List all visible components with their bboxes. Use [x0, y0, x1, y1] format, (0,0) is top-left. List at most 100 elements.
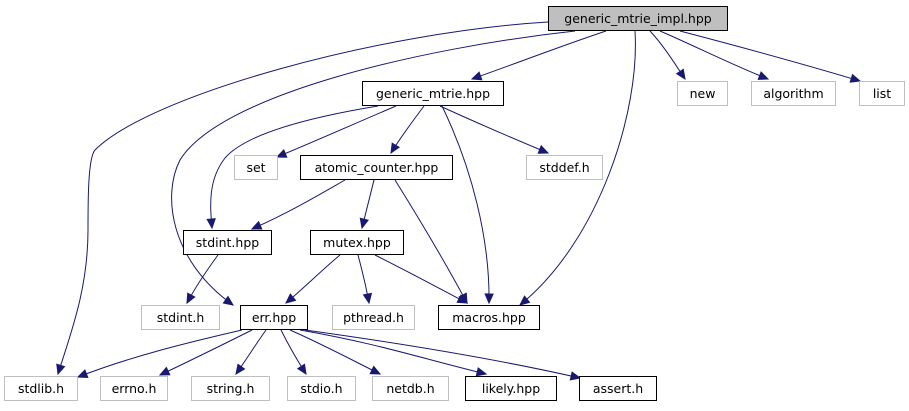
edge-line — [394, 179, 468, 304]
arrowhead — [369, 365, 382, 375]
edge-line — [285, 254, 341, 304]
node-label: macros.hpp — [452, 310, 526, 325]
edge-line — [77, 329, 243, 378]
edge-generic_mtrie-to-set — [275, 105, 397, 158]
edge-line — [57, 21, 549, 375]
edge-generic_mtrie_impl-to-new — [649, 30, 686, 81]
node-mutex[interactable]: mutex.hpp — [310, 230, 404, 255]
node-box — [859, 81, 905, 106]
node-stdint-h: stdint.h — [141, 305, 220, 330]
edge-err-to-netdb — [289, 329, 382, 375]
arrowhead — [757, 71, 770, 80]
node-box — [372, 376, 449, 401]
arrowhead — [206, 218, 216, 230]
node-macros[interactable]: macros.hpp — [438, 305, 540, 330]
node-stddef: stddef.h — [526, 155, 603, 180]
edge-line — [471, 30, 607, 80]
node-label: atomic_counter.hpp — [315, 160, 439, 175]
edge-generic_mtrie-to-atomic_counter — [390, 105, 425, 155]
arrowhead — [484, 293, 494, 305]
node-box — [234, 155, 278, 180]
arrowhead — [675, 68, 686, 81]
node-box — [300, 155, 453, 180]
node-likely[interactable]: likely.hpp — [465, 376, 557, 401]
edge-line — [159, 329, 253, 376]
node-label: stddef.h — [539, 160, 589, 175]
node-new: new — [677, 81, 728, 106]
node-netdb: netdb.h — [372, 376, 449, 401]
node-generic-mtrie-impl[interactable]: generic_mtrie_impl.hpp — [548, 6, 728, 31]
node-generic-mtrie[interactable]: generic_mtrie.hpp — [362, 81, 504, 106]
edge-line — [441, 105, 490, 304]
node-label: list — [873, 86, 891, 101]
node-label: new — [690, 86, 716, 101]
edge-line — [519, 30, 636, 306]
arrowhead — [390, 142, 401, 155]
node-pthread: pthread.h — [332, 305, 415, 330]
edge-stdint_hpp-to-stdint_h — [186, 254, 219, 305]
arrowhead — [519, 295, 531, 306]
edges-layer — [56, 21, 862, 381]
node-stdint-hpp[interactable]: stdint.hpp — [183, 230, 272, 255]
node-box — [287, 376, 356, 401]
node-box — [362, 81, 504, 106]
arrowhead — [456, 294, 469, 304]
arrowhead — [235, 363, 246, 376]
node-string: string.h — [191, 376, 270, 401]
arrowhead — [186, 292, 196, 305]
arrowhead — [362, 292, 373, 305]
arrowhead — [250, 220, 263, 230]
node-label: set — [246, 160, 265, 175]
arrowhead — [359, 217, 369, 230]
edge-line — [289, 329, 381, 375]
node-box — [465, 376, 557, 401]
edge-generic_mtrie_impl-to-err — [171, 30, 576, 306]
edge-err-to-assert — [304, 329, 582, 381]
node-box — [100, 376, 168, 401]
node-err[interactable]: err.hpp — [240, 305, 308, 330]
edge-line — [276, 105, 397, 158]
node-assert[interactable]: assert.h — [579, 376, 657, 401]
node-box — [141, 305, 220, 330]
node-box — [310, 230, 404, 255]
node-label: generic_mtrie_impl.hpp — [564, 11, 711, 26]
edge-atomic_counter-to-stdint_hpp — [250, 179, 346, 230]
arrowhead — [569, 371, 582, 381]
node-label: stdlib.h — [18, 381, 64, 396]
node-label: generic_mtrie.hpp — [376, 86, 490, 101]
arrowhead — [222, 295, 235, 306]
node-box — [751, 81, 836, 106]
edge-line — [374, 254, 468, 304]
edge-err-to-stdlib — [76, 329, 243, 379]
edge-generic_mtrie-to-stddef — [439, 105, 550, 154]
edge-line — [439, 105, 549, 154]
edge-err-to-errno — [158, 329, 253, 376]
arrowhead — [296, 363, 307, 376]
arrowhead — [275, 148, 288, 158]
edge-mutex-to-err — [285, 254, 341, 304]
edge-line — [304, 329, 581, 379]
node-box — [526, 155, 603, 180]
edge-generic_mtrie_impl-to-algorithm — [659, 30, 770, 80]
node-label: pthread.h — [343, 310, 404, 325]
node-label: stdio.h — [300, 381, 342, 396]
node-label: errno.h — [112, 381, 157, 396]
node-atomic-counter[interactable]: atomic_counter.hpp — [300, 155, 453, 180]
node-box — [191, 376, 270, 401]
arrowhead — [537, 144, 550, 154]
edge-line — [251, 179, 346, 230]
node-label: err.hpp — [252, 310, 296, 325]
node-set: set — [234, 155, 278, 180]
node-label: algorithm — [763, 86, 823, 101]
node-box — [677, 81, 728, 106]
edge-generic_mtrie_impl-to-generic_mtrie — [470, 30, 607, 81]
edge-mutex-to-pthread — [357, 254, 373, 305]
edge-line — [679, 30, 861, 82]
arrowhead — [475, 367, 488, 377]
node-algorithm: algorithm — [751, 81, 836, 106]
edge-generic_mtrie_impl-to-list — [679, 30, 862, 83]
node-list: list — [859, 81, 905, 106]
node-box — [240, 305, 308, 330]
arrowhead — [76, 369, 89, 379]
